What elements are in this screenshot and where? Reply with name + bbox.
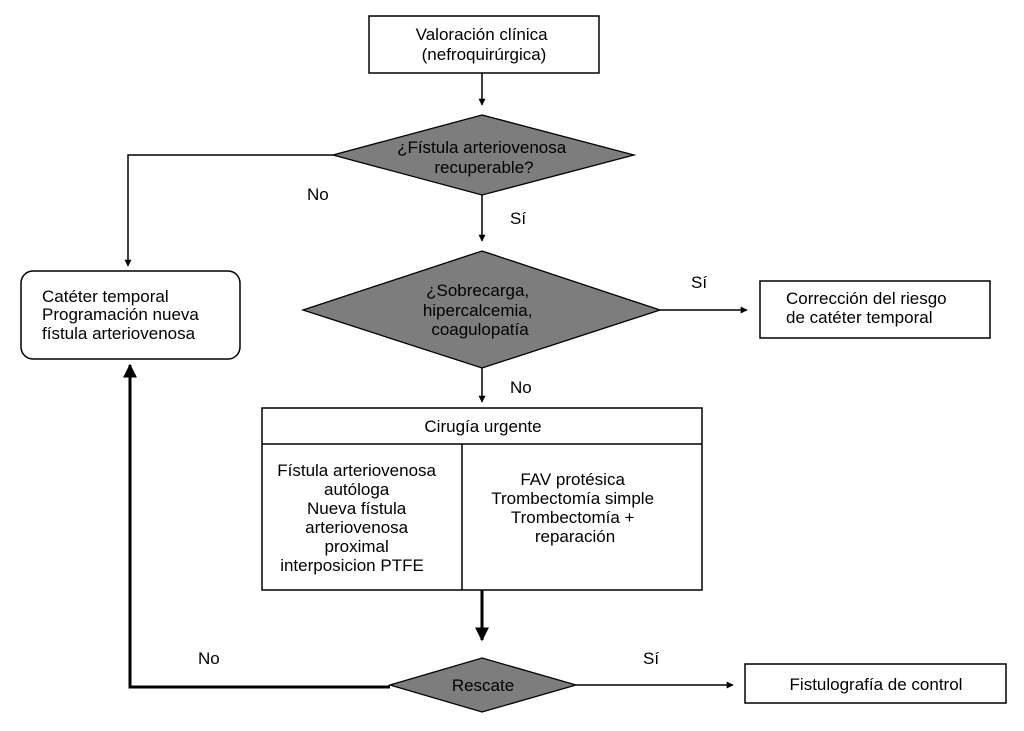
svg-text:Valoración clínica (nefr: Valoración clínica (nefroquirúrgica) [416,25,553,64]
edge-label-sobrecarga-no: No [510,378,532,397]
decision-fistula-recuperable: ¿Fístula arteriovenosa recuperable? [330,114,637,196]
node-text-line: proximal [325,537,389,556]
cirugia-title: Cirugía urgente [424,417,541,436]
edge-label-fistula-si: Sí [510,209,526,228]
node-cirugia-urgente: Cirugía urgente Fístula arteriovenosa au… [261,407,703,591]
edge-label-rescate-no: No [198,649,220,668]
node-text-line: recuperable? [434,158,533,177]
node-text-line: ¿Sobrecarga, [426,281,529,300]
edge-rescate-no [123,363,390,689]
node-text-line: reparación [535,527,615,546]
decision-rescate: Rescate [387,657,579,713]
node-text-line: FAV protésica [520,470,625,489]
edge-label-rescate-si: Sí [643,649,659,668]
node-text-line: hipercalcemia, [423,301,533,320]
rescate-label: Rescate [452,676,514,695]
svg-text:Catéter temporal Program: Catéter temporal Programación nueva físt… [42,287,204,343]
node-correccion-riesgo: Corrección del riesgo de catéter tempora… [759,280,991,339]
node-text-line: ¿Fístula arteriovenosa [397,138,567,157]
edge-label-sobrecarga-si: Sí [691,273,707,292]
edge-label-fistula-no: No [307,185,329,204]
node-text-line: Trombectomía + [511,508,635,527]
node-text-line: de catéter temporal [786,308,932,327]
svg-text:¿Sobrecarga, hipercalcem: ¿Sobrecarga, hipercalcemia, coagulopatía [423,281,537,339]
svg-text:Corrección del riesgo de: Corrección del riesgo de catéter tempora… [786,289,951,327]
node-valoracion-clinica: Valoración clínica (nefroquirúrgica) [368,15,600,74]
node-text-line: fístula arteriovenosa [42,324,196,343]
cirugia-right-column: FAV protésica Trombectomía simple Trombe… [491,470,659,546]
svg-text:¿Fístula arteriovenosa r: ¿Fístula arteriovenosa recuperable? [397,138,571,177]
node-text-line: autóloga [324,480,390,499]
node-text-line: (nefroquirúrgica) [422,45,547,64]
edge-fistula-no [124,154,333,267]
node-text-line: arteriovenosa [305,518,409,537]
node-text-line: Programación nueva [42,305,199,324]
node-text-line: interposicion PTFE [280,556,424,575]
node-text-line: Nueva fístula [307,499,407,518]
node-text-line: Valoración clínica [416,25,549,44]
decision-sobrecarga: ¿Sobrecarga, hipercalcemia, coagulopatía [300,250,663,369]
node-cateter-temporal: Catéter temporal Programación nueva físt… [20,270,241,360]
node-text-line: coagulopatía [431,320,529,339]
node-text-line: Trombectomía simple [491,489,654,508]
node-text-line: Corrección del riesgo [786,289,947,308]
node-fistulografia-control: Fistulografía de control [744,663,1007,704]
cirugia-left-column: Fístula arteriovenosa autóloga Nueva fís… [277,461,440,575]
node-text-line: Catéter temporal [42,287,169,306]
node-text-line: Fistulografía de control [790,675,963,694]
node-text-line: Fístula arteriovenosa [277,461,436,480]
